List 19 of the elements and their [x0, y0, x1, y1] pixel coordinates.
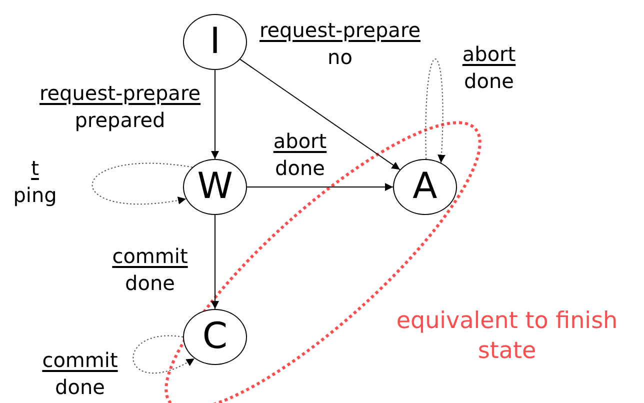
edge-label: request-prepare no — [259, 17, 421, 71]
arrow — [246, 183, 394, 191]
note-text: equivalent to finish state — [395, 307, 619, 366]
arrow — [92, 163, 193, 205]
state-circle — [393, 159, 457, 215]
arrow — [425, 58, 446, 164]
state-name: A — [412, 169, 438, 205]
edge-label: abort done — [273, 128, 327, 182]
edge-label: abort done — [462, 41, 516, 95]
edge-label: request-prepare prepared — [39, 80, 201, 134]
arrow — [240, 58, 400, 170]
edge-label: commit done — [112, 243, 188, 297]
edge-label: commit done — [42, 347, 118, 401]
arrow — [132, 335, 195, 374]
state-name: W — [197, 169, 233, 205]
edge-label: t ping — [13, 155, 57, 209]
state-name: C — [202, 319, 228, 355]
arrow — [211, 70, 219, 160]
state-name: I — [210, 24, 220, 60]
